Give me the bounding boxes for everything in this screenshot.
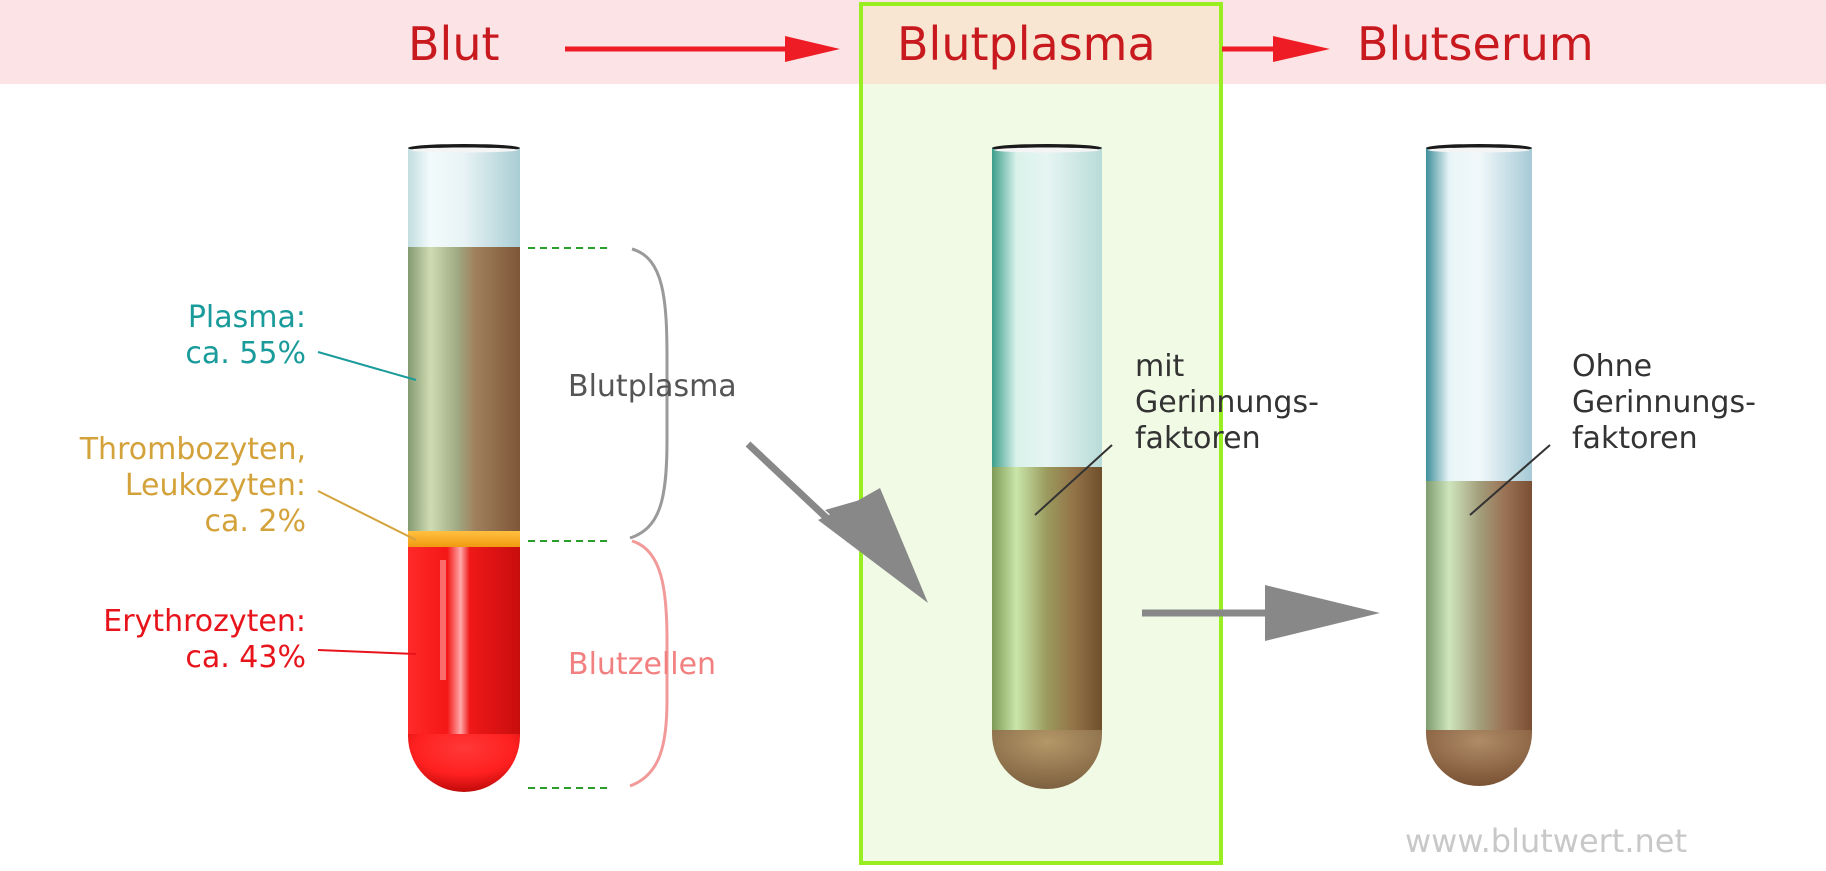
label-tube3: Ohne Gerinnungs- faktoren — [1572, 349, 1756, 457]
label-tube2-line1: mit — [1135, 349, 1185, 384]
label-erythrozyten-value: ca. 43% — [185, 640, 306, 675]
header-step-blut: Blut — [408, 17, 500, 71]
leader-buffy — [317, 490, 417, 541]
label-tube3-line1: Ohne — [1572, 349, 1653, 384]
header-step-blutplasma: Blutplasma — [897, 17, 1156, 71]
label-tube2-line3: faktoren — [1135, 421, 1261, 456]
leader-mit-gerinnungsfaktoren — [1034, 444, 1113, 516]
arrow-tube1-to-tube2 — [745, 441, 928, 603]
label-plasma-title: Plasma: — [187, 300, 306, 335]
label-tube2: mit Gerinnungs- faktoren — [1135, 349, 1319, 457]
header-step-blutserum: Blutserum — [1357, 17, 1594, 71]
label-erythrocytes: Erythrozyten: ca. 43% — [103, 604, 306, 676]
label-leukozyten: Leukozyten: — [124, 468, 306, 503]
label-tube3-line2: Gerinnungs- — [1572, 385, 1756, 420]
label-plasma-value: ca. 55% — [185, 336, 306, 371]
label-thrombozyten: Thrombozyten, — [79, 432, 306, 467]
bracket-label-blutplasma: Blutplasma — [568, 369, 737, 404]
header-arrow-2 — [1222, 36, 1330, 62]
label-plasma: Plasma: ca. 55% — [185, 300, 306, 372]
label-tube3-line3: faktoren — [1572, 421, 1698, 456]
leader-erythrocytes — [317, 649, 417, 655]
leader-ohne-gerinnungsfaktoren — [1469, 444, 1551, 516]
tube-blood — [408, 144, 520, 792]
label-erythrozyten-title: Erythrozyten: — [103, 604, 306, 639]
watermark: www.blutwert.net — [1405, 822, 1688, 860]
bracket-blutzellen — [629, 539, 669, 788]
label-tube2-line2: Gerinnungs- — [1135, 385, 1319, 420]
arrow-tube2-to-tube3 — [1142, 585, 1380, 641]
highlight-header-band — [863, 6, 1219, 84]
bracket-label-blutzellen: Blutzellen — [568, 647, 717, 682]
bracket-blutplasma — [629, 247, 669, 540]
tube-serum — [1426, 144, 1532, 786]
dashed-level-lines — [528, 247, 610, 789]
label-buffy-coat: Thrombozyten, Leukozyten: ca. 2% — [80, 432, 306, 540]
label-buffy-value: ca. 2% — [204, 504, 306, 539]
tube-plasma — [992, 144, 1102, 789]
header-arrow-1 — [565, 36, 840, 62]
leader-plasma — [317, 351, 417, 381]
